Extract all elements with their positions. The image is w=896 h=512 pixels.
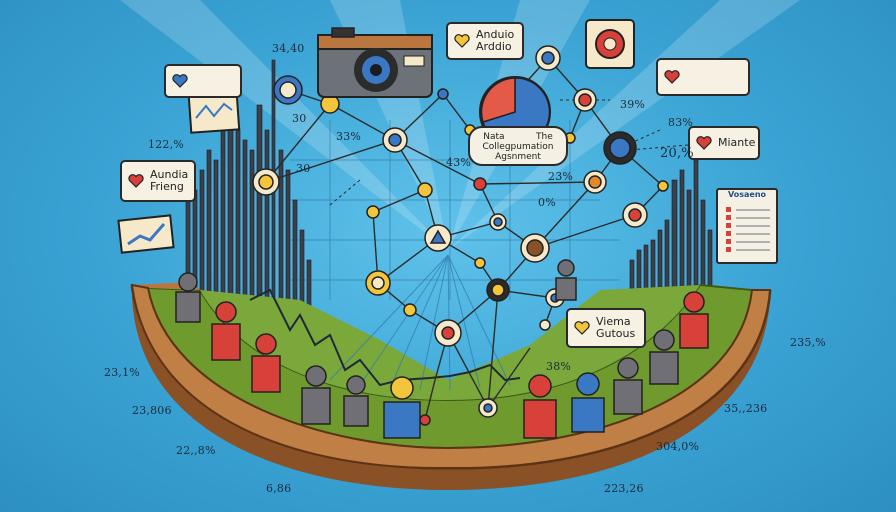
person-11 (679, 291, 709, 349)
label-33: 33% (336, 130, 362, 143)
bubble-top-center: Anduio Arddio (446, 22, 524, 60)
person-5 (343, 375, 369, 427)
bar-chart-card-icon (117, 214, 175, 254)
person-7 (523, 374, 557, 439)
panel-title: Vosaeno (727, 190, 767, 199)
bubble-top-center-text: Anduio Arddio (476, 28, 515, 53)
label-0: 0% (538, 196, 556, 209)
heart-icon (664, 70, 680, 84)
label-83: 83% (668, 116, 694, 129)
label-top-num: 34,40 (272, 42, 305, 55)
label-left-pct: 122,% (148, 138, 184, 151)
bubble-right-upper (656, 58, 750, 96)
audience (175, 259, 709, 439)
label-left-b: 23,806 (132, 404, 172, 417)
label-bottom-mid: 223,26 (604, 482, 644, 495)
bubble-bottom-right-line1: Viema (596, 315, 631, 328)
person-10 (649, 329, 679, 385)
network-nodes (252, 45, 669, 426)
camera-icon (317, 27, 433, 98)
heart-icon (172, 74, 188, 88)
bubble-right-top-text: Miante (718, 136, 756, 149)
person-1 (175, 272, 201, 323)
bubble-right-top: Miante (688, 126, 760, 160)
center-caption-line3: Agsnment (495, 152, 541, 162)
right-bar-cluster (629, 159, 713, 291)
center-caption-line2: Collegpumation (482, 142, 554, 152)
gear-icon (585, 19, 635, 69)
label-bottom-right-b: 304,0% (656, 440, 700, 453)
label-left-a: 23,1% (104, 366, 140, 379)
label-bottom-right-a: 35,,236 (724, 402, 768, 415)
label-30b: 30 (296, 162, 311, 175)
floor-line-graph (249, 288, 521, 387)
center-caption: Nata The Collegpumation Agsnment (468, 126, 568, 166)
label-bottom-left: 6,86 (266, 482, 292, 495)
line-chart-card-icon (187, 92, 241, 134)
bubble-bottom-right: Viema Gutous (566, 308, 646, 348)
bubble-left-mid-line1: Aundia (150, 168, 189, 181)
label-30a: 30 (292, 112, 307, 125)
label-23: 23% (548, 170, 574, 183)
label-left-c: 22,,8% (176, 444, 216, 457)
checklist-panel: Vosaeno (716, 188, 778, 264)
person-6 (383, 376, 421, 439)
person-3 (251, 333, 281, 393)
heart-icon (574, 321, 590, 335)
bubble-top-left (164, 64, 242, 98)
bubble-bottom-right-line2: Gutous (596, 327, 636, 340)
label-43: 43% (446, 156, 472, 169)
bubble-left-mid-line2: Frieng (150, 180, 184, 193)
person-8 (571, 372, 605, 433)
heart-icon (696, 136, 712, 150)
person-2 (211, 301, 241, 361)
person-9 (613, 357, 643, 415)
heart-icon (128, 174, 144, 188)
label-38: 38% (546, 360, 572, 373)
label-far-right: 235,% (790, 336, 826, 349)
heart-icon (454, 34, 470, 48)
center-caption-line1: Nata The (483, 132, 553, 142)
person-12 (555, 259, 577, 301)
label-39: 39% (620, 98, 646, 111)
person-4 (301, 365, 331, 425)
bubble-left-mid: Aundia Frieng (120, 160, 196, 202)
label-20: 20,% (660, 146, 694, 161)
